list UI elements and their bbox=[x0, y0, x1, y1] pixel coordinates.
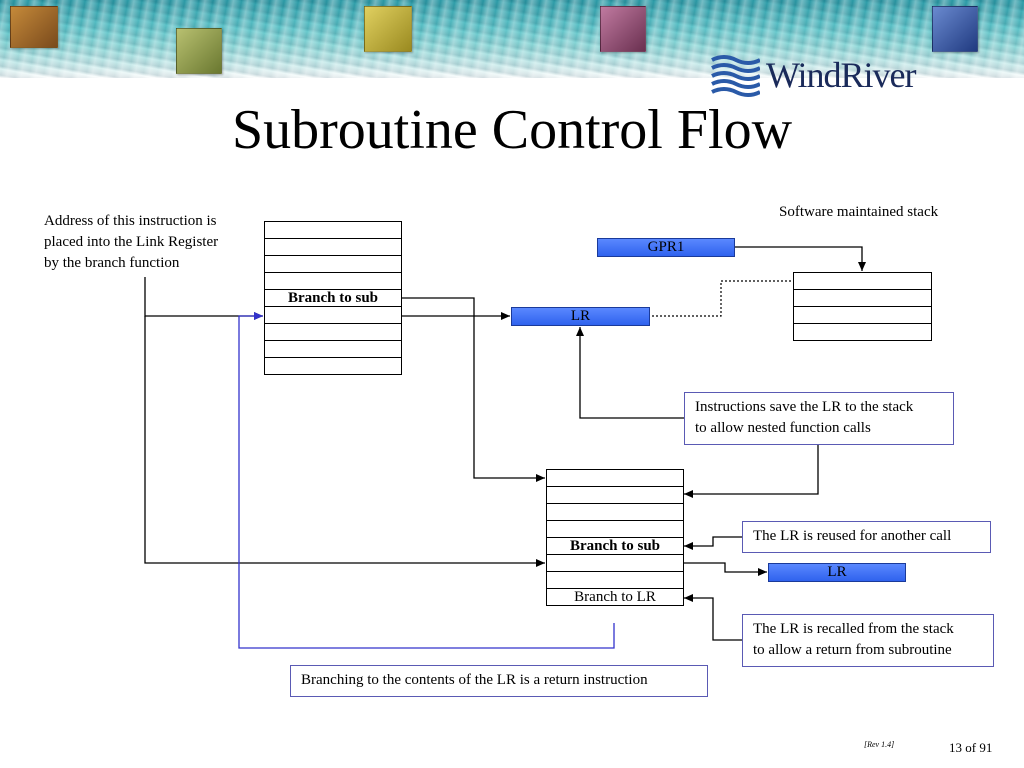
caller-branch-cell: Branch to sub bbox=[265, 290, 401, 307]
gpr1-to-stack-line bbox=[733, 246, 866, 271]
address-to-sub-line bbox=[144, 316, 545, 567]
lr-reuse-note: The LR is reused for another call bbox=[742, 521, 991, 553]
return-instruction-note: Branching to the contents of the LR is a… bbox=[290, 665, 708, 697]
space-shuttle-image bbox=[364, 6, 412, 52]
stack-cell bbox=[794, 273, 931, 290]
document-image bbox=[600, 6, 646, 52]
sub-branch-cell: Branch to sub bbox=[547, 538, 683, 555]
memory-cell bbox=[265, 256, 401, 273]
telephone-image bbox=[10, 6, 58, 48]
address-to-caller-line bbox=[144, 277, 263, 320]
stack-cell bbox=[794, 290, 931, 307]
recall-note-to-sub-line bbox=[684, 594, 742, 641]
address-note-line: by the branch function bbox=[44, 255, 180, 271]
address-note: Address of this instruction is placed in… bbox=[44, 211, 218, 274]
memory-cell bbox=[547, 504, 683, 521]
lr-register-bottom: LR bbox=[768, 563, 906, 582]
device-image bbox=[932, 6, 978, 52]
save-lr-note: Instructions save the LR to the stack to… bbox=[684, 392, 954, 445]
circuit-board-image bbox=[176, 28, 222, 74]
save-note-line: to allow nested function calls bbox=[695, 420, 871, 436]
memory-cell bbox=[547, 521, 683, 538]
save-note-to-sub-line bbox=[684, 444, 819, 498]
sub-to-lr-line bbox=[683, 562, 767, 576]
revision-label: [Rev 1.4] bbox=[864, 740, 895, 749]
logo-text: WindRiver bbox=[766, 55, 917, 95]
memory-cell bbox=[265, 239, 401, 256]
memory-cell bbox=[547, 555, 683, 572]
save-note-line: Instructions save the LR to the stack bbox=[695, 399, 914, 415]
recall-note-line: The LR is recalled from the stack bbox=[753, 621, 954, 637]
memory-cell bbox=[265, 358, 401, 374]
recall-note-line: to allow a return from subroutine bbox=[753, 642, 952, 658]
stack-cell bbox=[794, 324, 931, 340]
page-number: 13 of 91 bbox=[949, 740, 993, 755]
reuse-note-to-sub-line bbox=[684, 536, 742, 550]
lr-register-top: LR bbox=[511, 307, 650, 326]
address-note-line: Address of this instruction is bbox=[44, 213, 217, 229]
address-note-line: placed into the Link Register bbox=[44, 234, 219, 250]
return-path-line bbox=[238, 312, 615, 649]
software-stack bbox=[793, 272, 932, 341]
save-note-to-lr-line bbox=[576, 327, 684, 419]
stack-label: Software maintained stack bbox=[779, 204, 939, 220]
windriver-waves-icon bbox=[711, 55, 760, 97]
slide-title: Subroutine Control Flow bbox=[231, 99, 793, 161]
caller-to-sub-line bbox=[401, 297, 545, 482]
memory-cell bbox=[265, 324, 401, 341]
lr-recall-note: The LR is recalled from the stack to all… bbox=[742, 614, 994, 667]
memory-cell bbox=[547, 487, 683, 504]
header-banner bbox=[0, 0, 1024, 78]
water-texture bbox=[0, 0, 1024, 78]
memory-cell bbox=[265, 307, 401, 324]
memory-cell bbox=[265, 341, 401, 358]
caller-memory-block: Branch to sub bbox=[264, 221, 402, 375]
sub-return-cell: Branch to LR bbox=[574, 589, 656, 605]
stack-cell bbox=[794, 307, 931, 324]
subroutine-memory-block: Branch to sub Branch to LR bbox=[546, 469, 684, 606]
windriver-logo: WindRiver bbox=[710, 52, 917, 98]
gpr1-register: GPR1 bbox=[597, 238, 735, 257]
memory-cell bbox=[547, 470, 683, 487]
memory-cell bbox=[547, 572, 683, 589]
memory-cell bbox=[265, 273, 401, 290]
lr-to-stack-dotted-line bbox=[648, 280, 792, 317]
memory-cell bbox=[265, 222, 401, 239]
